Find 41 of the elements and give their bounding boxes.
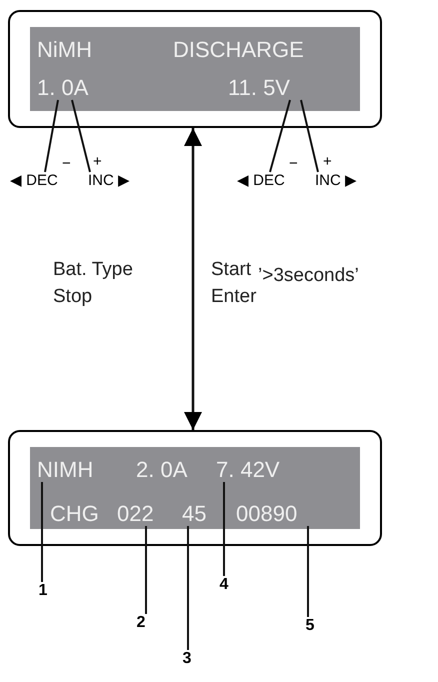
callout-number: 4 bbox=[218, 576, 230, 594]
command-label: ’>3seconds’ bbox=[258, 264, 359, 288]
leader-line bbox=[44, 100, 59, 172]
leader-line bbox=[187, 526, 189, 650]
display-reading: 2. 0A bbox=[136, 458, 188, 482]
display-reading: NiMH bbox=[37, 38, 93, 62]
leader-line bbox=[41, 482, 43, 582]
display-reading: DISCHARGE bbox=[173, 38, 305, 62]
display-reading: 7. 42V bbox=[216, 458, 281, 482]
display-frame bbox=[8, 10, 382, 128]
command-label: Stop bbox=[53, 285, 92, 309]
display-reading: 1. 0A bbox=[37, 76, 90, 100]
sign-label: + bbox=[323, 154, 332, 170]
button-label: INC ▶ bbox=[315, 172, 358, 190]
display-reading: 00890 bbox=[236, 502, 298, 526]
leader-line bbox=[269, 100, 291, 172]
button-label: ◀ DEC bbox=[237, 172, 286, 190]
leader-line bbox=[145, 526, 147, 614]
leader-line bbox=[223, 482, 225, 576]
display-reading: 11. 5V bbox=[228, 76, 291, 100]
button-label: INC ▶ bbox=[88, 172, 131, 190]
command-label: Bat. Type bbox=[53, 258, 133, 282]
button-label: ◀ DEC bbox=[10, 172, 59, 190]
sign-label: − bbox=[62, 156, 71, 172]
display-reading: NIMH bbox=[37, 458, 94, 482]
leader-line bbox=[300, 100, 319, 172]
callout-number: 2 bbox=[136, 614, 146, 632]
callout-number: 5 bbox=[304, 617, 316, 635]
display-reading: CHG bbox=[50, 502, 100, 526]
display-reading: 022 bbox=[117, 502, 155, 526]
command-label: Start bbox=[211, 258, 252, 282]
leader-line bbox=[307, 526, 309, 617]
leader-line bbox=[71, 100, 91, 172]
callout-number: 3 bbox=[182, 650, 192, 668]
command-label: Enter bbox=[211, 285, 256, 309]
double-arrow bbox=[184, 128, 202, 430]
callout-number: 1 bbox=[38, 582, 48, 600]
display-frame bbox=[8, 430, 382, 546]
sign-label: − bbox=[289, 156, 298, 172]
sign-label: + bbox=[93, 154, 102, 170]
display-reading: 45 bbox=[182, 502, 208, 526]
